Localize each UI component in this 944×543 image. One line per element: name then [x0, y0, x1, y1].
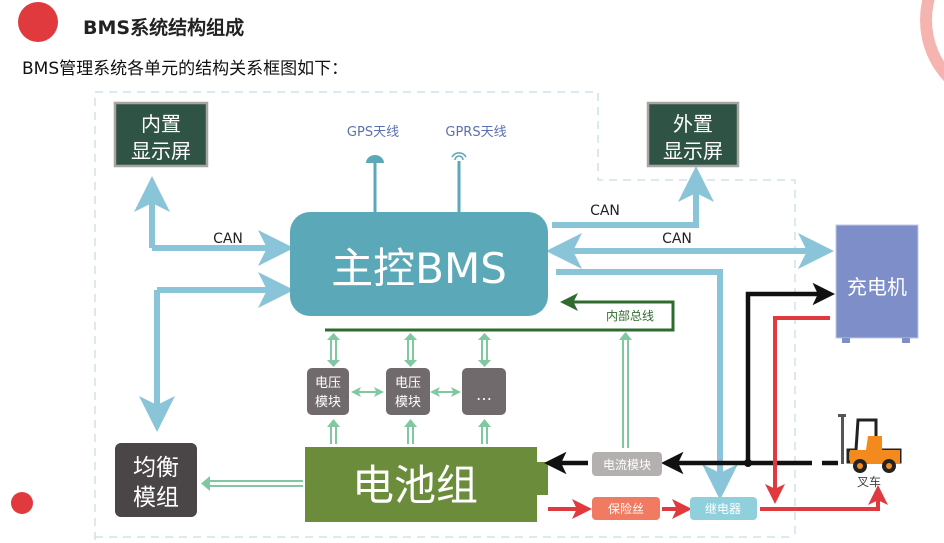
svg-text:电压: 电压 [395, 376, 421, 391]
gps-antenna-icon [366, 155, 384, 212]
forklift-label: 叉车 [857, 474, 881, 489]
svg-text:电池组: 电池组 [352, 461, 478, 510]
internal-bus-label: 内部总线 [606, 308, 654, 323]
system-boundary [94, 91, 796, 540]
balance-module-box: 均衡 模组 [115, 443, 197, 517]
internal-bus-line [325, 293, 675, 332]
more-modules: … [462, 368, 506, 415]
svg-text:外置: 外置 [673, 112, 713, 136]
svg-text:保险丝: 保险丝 [608, 501, 644, 516]
svg-text:主控BMS: 主控BMS [331, 244, 507, 293]
svg-text:…: … [476, 385, 492, 404]
forklift-icon [838, 414, 902, 473]
power-lines [544, 282, 838, 475]
gps-antenna-label: GPS天线 [347, 125, 399, 140]
svg-text:显示屏: 显示屏 [131, 139, 191, 163]
main-bms-box: 主控BMS [290, 212, 548, 316]
svg-text:充电机: 充电机 [847, 275, 907, 299]
svg-text:模块: 模块 [395, 395, 421, 410]
battery-pack-box: 电池组 [305, 447, 548, 522]
voltage-module-1: 电压 模块 [307, 368, 349, 415]
gprs-antenna-label: GPRS天线 [445, 125, 506, 140]
svg-text:模组: 模组 [133, 485, 179, 511]
can-label-left: CAN [213, 231, 243, 247]
gprs-antenna-icon [451, 152, 467, 212]
svg-text:均衡: 均衡 [133, 455, 179, 481]
voltage-module-2: 电压 模块 [386, 368, 430, 415]
external-display-box: 外置 显示屏 [646, 101, 740, 168]
section-subtitle: BMS管理系统各单元的结构关系框图如下： [22, 59, 349, 79]
decor-circle-small [11, 492, 33, 514]
svg-text:内置: 内置 [141, 112, 181, 136]
charger-box: 充电机 [835, 224, 919, 343]
section-title: BMS系统结构组成 [83, 17, 245, 39]
decor-circle-red [18, 2, 58, 42]
can-label-top-right: CAN [590, 203, 620, 219]
can-connections [134, 166, 834, 500]
module-signal-arrows [208, 338, 629, 487]
svg-text:显示屏: 显示屏 [663, 139, 723, 163]
fuse-relay-lines [548, 316, 888, 519]
relay-box: 继电器 [690, 497, 757, 520]
svg-text:继电器: 继电器 [705, 502, 741, 516]
svg-text:模块: 模块 [315, 395, 341, 410]
current-module-box: 电流模块 [592, 452, 662, 476]
can-label-right: CAN [662, 231, 692, 247]
svg-text:电压: 电压 [315, 376, 341, 391]
svg-text:电流模块: 电流模块 [603, 458, 651, 472]
internal-display-box: 内置 显示屏 [113, 101, 209, 168]
fuse-box: 保险丝 [592, 497, 660, 520]
